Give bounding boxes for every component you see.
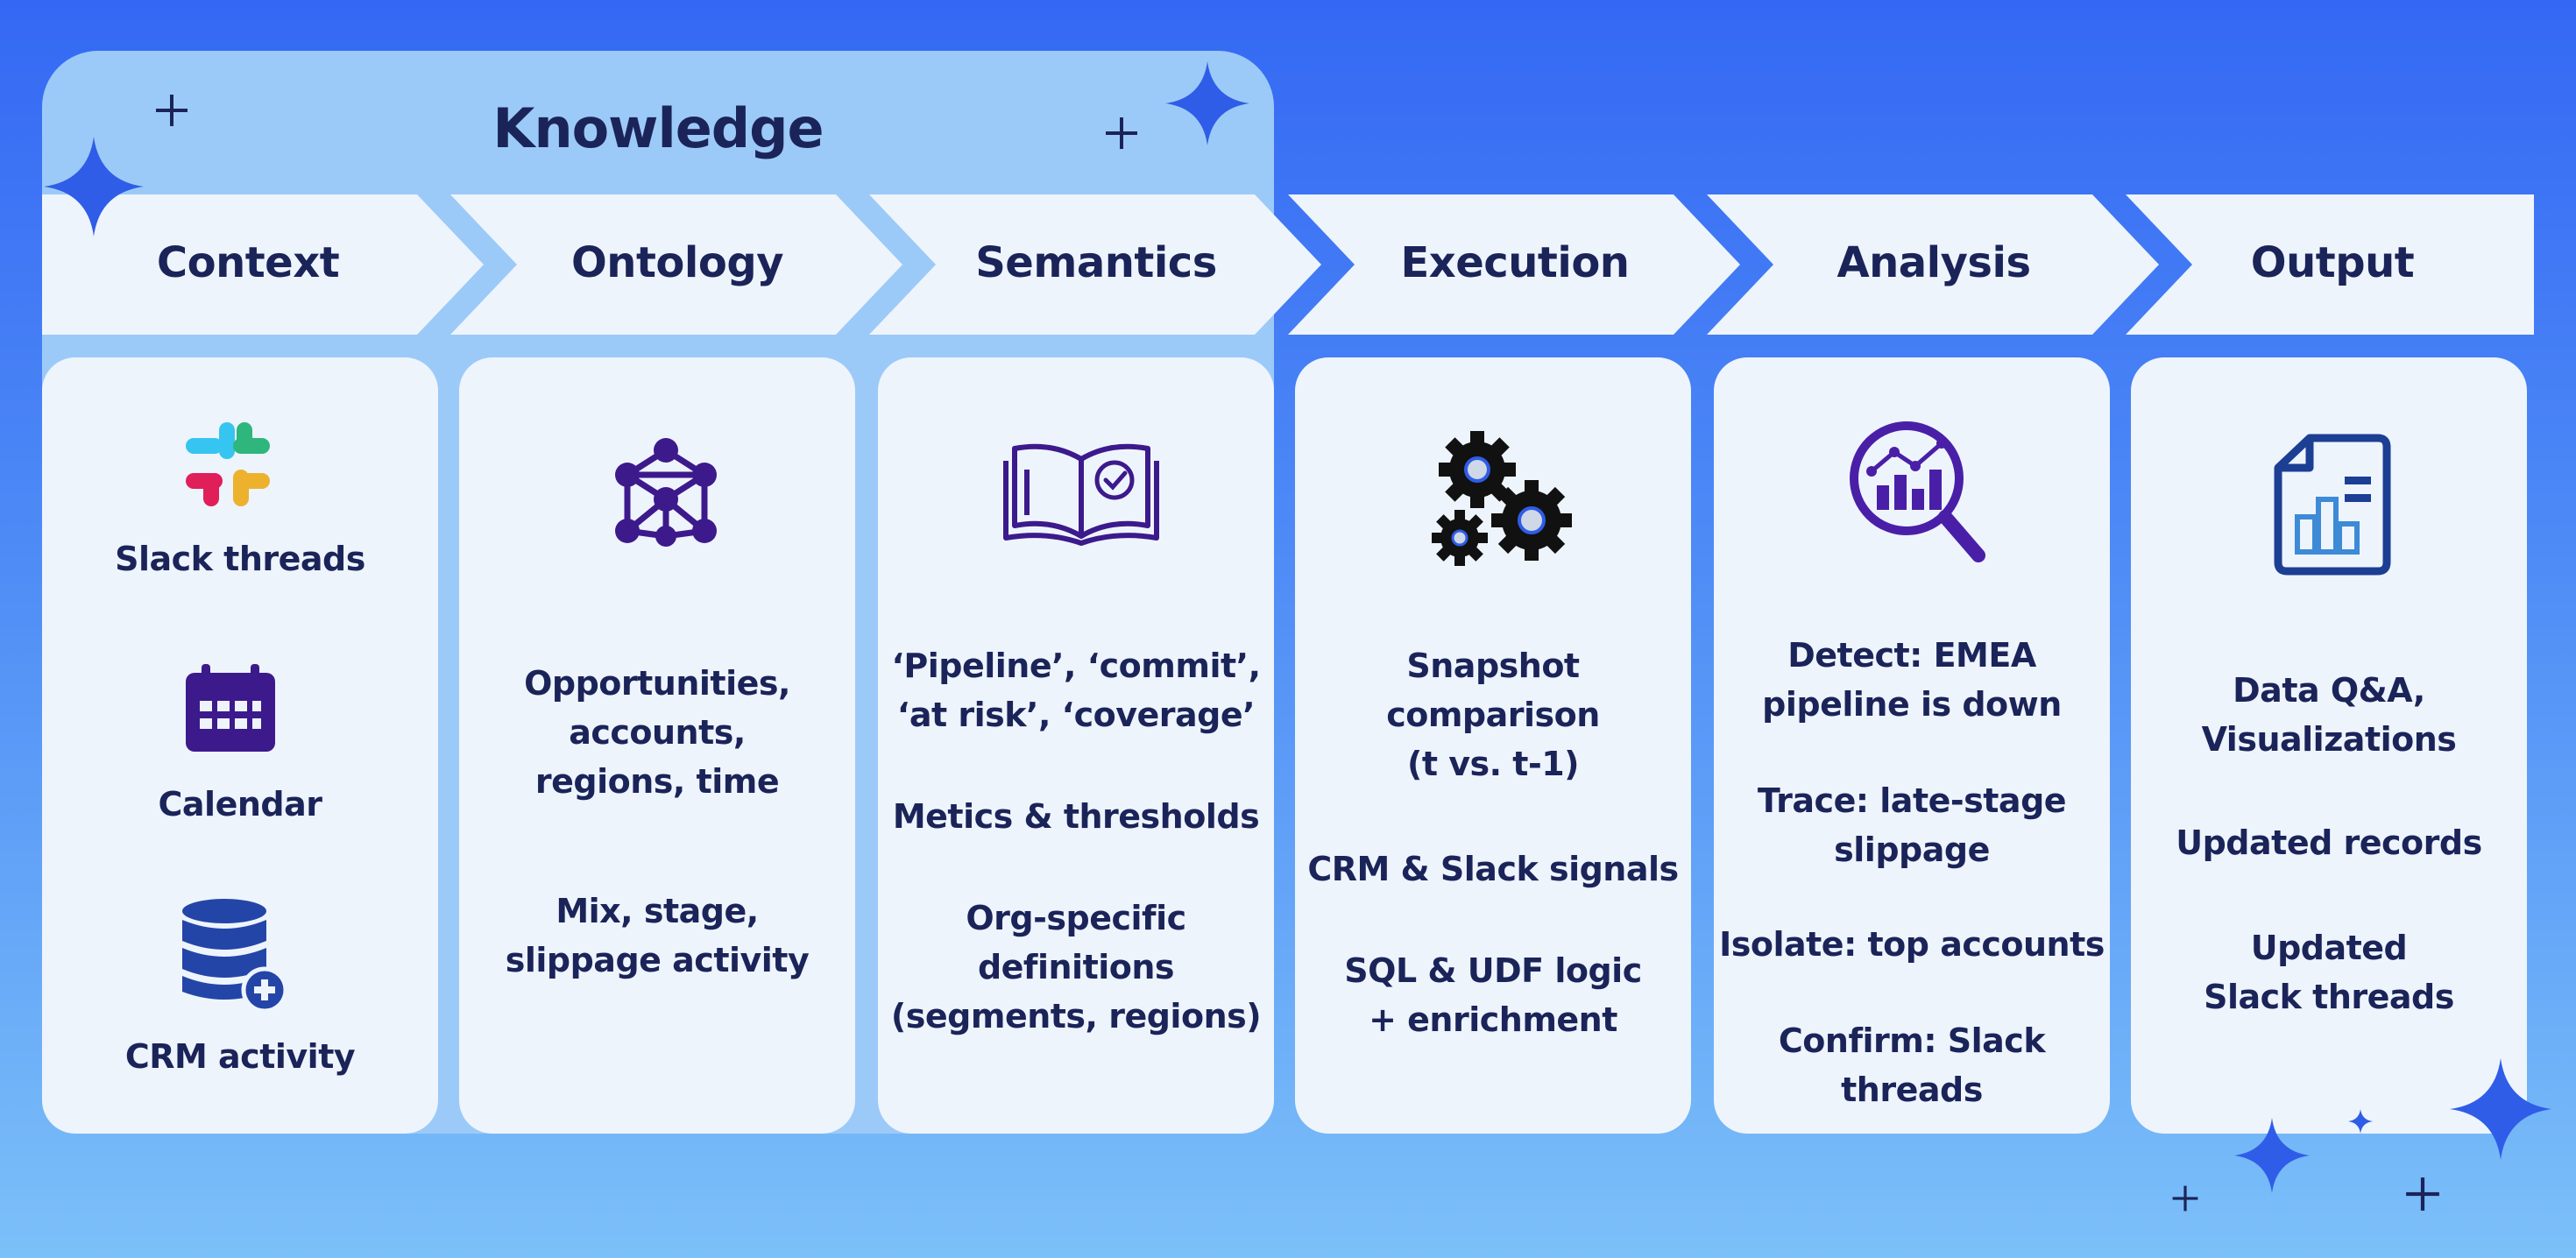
sparkle-icon (2450, 1058, 2551, 1160)
analysis-item-trace: Trace: late-stage slippage (1757, 781, 2067, 869)
ontology-item-activity: Mix, stage, slippage activity (505, 892, 810, 979)
sparkle-icon (44, 137, 144, 237)
execution-item-logic: SQL & UDF logic + enrichment (1344, 951, 1642, 1039)
calendar-icon (186, 664, 275, 752)
semantics-item-definitions: Org-specific definitions (segments, regi… (890, 899, 1262, 1035)
gears-icon (1432, 431, 1572, 566)
sparkle-icon (1165, 61, 1249, 145)
analysis-item-detect: Detect: EMEA pipeline is down (1762, 636, 2062, 724)
analysis-item-confirm: Confirm: Slack threads (1778, 1021, 2046, 1109)
card-output: Data Q&A, Visualizations Updated records… (2131, 357, 2527, 1134)
plus-icon (2172, 1185, 2198, 1212)
context-item-slack: Slack threads (115, 540, 365, 578)
semantics-item-terms: ‘Pipeline’, ‘commit’, ‘at risk’, ‘covera… (891, 647, 1261, 734)
semantics-item-metrics: Metics & thresholds (892, 797, 1260, 836)
chevron-ontology (450, 194, 902, 335)
plus-icon (156, 95, 188, 126)
stage-label-context: Context (156, 238, 340, 287)
stage-label-ontology: Ontology (571, 238, 783, 287)
context-item-calendar: Calendar (158, 785, 322, 823)
output-item-records: Updated records (2176, 823, 2482, 862)
card-ontology: Opportunities, accounts, regions, time M… (459, 357, 855, 1134)
card-execution: Snapshot comparison (t vs. t-1) CRM & Sl… (1295, 357, 1691, 1134)
database-add-icon (182, 899, 288, 1013)
card-context: Slack threads Calendar CRM activity (42, 357, 438, 1134)
analysis-item-isolate: Isolate: top accounts (1719, 925, 2105, 964)
stage-label-execution: Execution (1400, 238, 1630, 287)
knowledge-title: Knowledge (492, 95, 824, 160)
plus-icon (1106, 117, 1137, 149)
chevron-execution (1288, 194, 1740, 335)
output-item-qa: Data Q&A, Visualizations (2201, 671, 2457, 759)
stage-label-output: Output (2250, 238, 2415, 287)
card-analysis: Detect: EMEA pipeline is down Trace: lat… (1714, 357, 2110, 1134)
analytics-search-icon (1850, 421, 1985, 562)
stage-label-semantics: Semantics (975, 238, 1217, 287)
context-item-crm: CRM activity (124, 1037, 356, 1076)
card-semantics: ‘Pipeline’, ‘commit’, ‘at risk’, ‘covera… (878, 357, 1274, 1134)
ontology-item-entities: Opportunities, accounts, regions, time (524, 664, 790, 801)
plus-icon (2406, 1177, 2439, 1211)
sparkle-icon (2348, 1109, 2373, 1134)
sparkle-icon (2234, 1118, 2310, 1193)
chevron-output (2126, 194, 2534, 335)
stage-label-analysis: Analysis (1836, 238, 2031, 287)
execution-item-signals: CRM & Slack signals (1307, 850, 1679, 888)
chevron-analysis (1707, 194, 2159, 335)
execution-item-snapshot: Snapshot comparison (t vs. t-1) (1386, 647, 1600, 783)
output-item-slack: Updated Slack threads (2204, 929, 2454, 1016)
report-chart-icon (2274, 434, 2391, 576)
chevron-semantics (869, 194, 1321, 335)
book-check-icon (1003, 443, 1159, 546)
slack-icon (186, 422, 270, 506)
chevron-context (42, 194, 484, 335)
graph-network-icon (615, 438, 717, 547)
